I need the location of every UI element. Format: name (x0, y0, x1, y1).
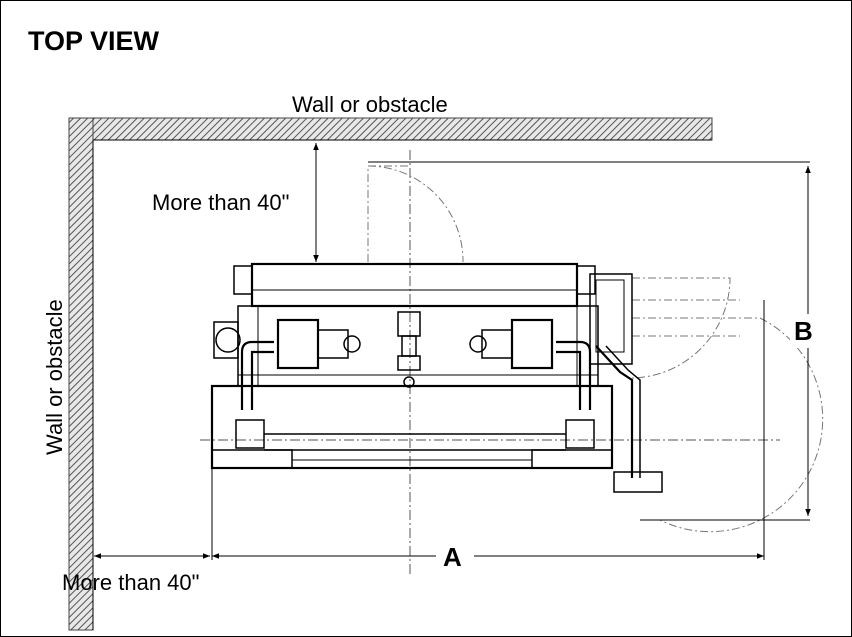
dimension-a-label: A (443, 542, 462, 572)
top-clearance-label: More than 40" (152, 190, 289, 215)
dimension-b (790, 166, 826, 516)
machine-top-view (210, 262, 663, 493)
wall-left-label: Wall or obstacle (42, 299, 67, 455)
door-swing-top (367, 161, 810, 263)
door-swing-right (631, 277, 824, 533)
left-wall (68, 117, 94, 631)
dimension-a (211, 300, 765, 572)
top-wall (68, 117, 713, 141)
wall-top-label: Wall or obstacle (292, 92, 448, 117)
dimension-b-label: B (794, 316, 813, 346)
wall-obstacle (68, 117, 713, 631)
diagram-title: TOP VIEW (28, 26, 160, 56)
left-clearance-label: More than 40" (62, 570, 199, 595)
